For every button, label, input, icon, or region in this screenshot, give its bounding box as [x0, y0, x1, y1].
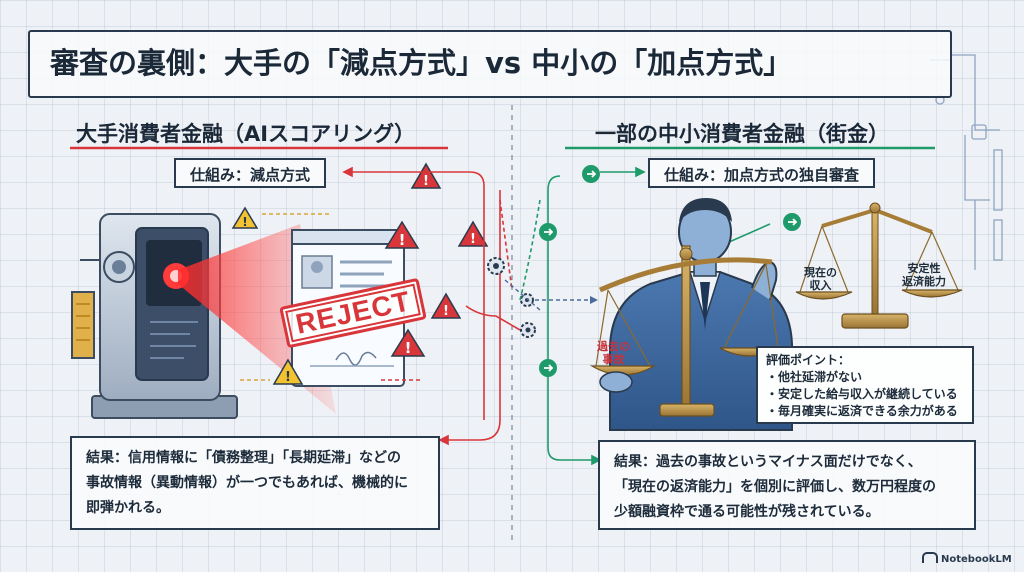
notebooklm-logo-icon	[922, 552, 938, 563]
right-mechanism-label: 仕組み：加点方式の独自審査	[648, 158, 876, 188]
scale-icon	[589, 245, 783, 417]
evaluation-point: ・安定した給与収入が継続している	[766, 387, 958, 401]
evaluation-point: ・他社延滞がない	[766, 370, 863, 384]
hand-icon	[599, 371, 633, 393]
title-frame	[28, 30, 952, 98]
right-result-line: 少額融資枠で通る可能性が残されている。	[614, 504, 880, 520]
evaluation-points-title: 評価ポイント：	[766, 353, 851, 367]
pan-label-past-accident: 過去の 事故	[597, 340, 630, 366]
warning-icon: !	[410, 162, 442, 189]
svg-text:!: !	[242, 215, 247, 229]
evaluation-point: ・毎月確実に返済できる余力がある	[766, 404, 958, 418]
svg-text:!: !	[405, 339, 412, 357]
left-result-line: 事故情報（異動情報）が一つでもあれば、機械的に	[86, 475, 408, 491]
footer-text: NotebookLM	[941, 554, 1012, 565]
pan-label-line: 事故	[602, 353, 625, 366]
page-title: 審査の裏側：大手の「減点方式」vs 中小の「加点方式」	[50, 46, 793, 80]
scale-icon	[795, 202, 963, 329]
svg-text:!: !	[399, 231, 406, 249]
reject-flow-lines	[342, 166, 521, 446]
svg-text:!: !	[285, 370, 291, 385]
left-section-heading: 大手消費者金融（AIスコアリング）	[76, 122, 416, 146]
right-result-line: 「現在の返済能力」を個別に評価し、数万円程度の	[614, 479, 936, 495]
pan-label-line: 安定性	[907, 262, 941, 275]
blue-flow-lines	[504, 279, 598, 311]
warning-icon: !	[384, 220, 420, 249]
warning-icon: !	[430, 292, 462, 319]
pan-label-stability: 安定性 返済能力	[902, 262, 946, 288]
arrow-right-icon	[539, 223, 557, 241]
arrow-right-icon	[783, 213, 801, 231]
left-result-box: 結果：信用情報に「債務整理」「長期延滞」などの 事故情報（異動情報）が一つでもあ…	[70, 436, 440, 530]
approve-flow-lines	[519, 166, 771, 466]
svg-text:!: !	[443, 304, 449, 319]
gear-icon	[520, 322, 536, 338]
evaluation-points-box: 評価ポイント： ・他社延滞がない ・安定した給与収入が継続している ・毎月確実に…	[756, 346, 974, 424]
footer-watermark: NotebookLM	[922, 552, 1012, 565]
pan-label-line: 過去の	[597, 340, 630, 353]
left-result-line: 即弾かれる。	[86, 500, 170, 516]
warning-icon: !	[457, 220, 489, 247]
warning-icon: !	[272, 358, 304, 385]
svg-text:!: !	[423, 174, 429, 189]
pan-label-line: 返済能力	[902, 275, 946, 288]
warning-icon: !	[231, 206, 259, 229]
warning-icon: !	[390, 328, 426, 357]
robot-scanner-icon	[71, 213, 238, 419]
pan-label-current-income: 現在の 収入	[804, 266, 837, 292]
circuit-decoration	[930, 54, 1003, 270]
left-mechanism-label: 仕組み：減点方式	[174, 158, 327, 188]
svg-text:!: !	[470, 232, 476, 247]
yellow-data-lines	[240, 213, 330, 381]
right-result-box: 結果：過去の事故というマイナス面だけでなく、 「現在の返済能力」を個別に評価し、…	[598, 440, 976, 530]
gear-icon	[487, 257, 505, 275]
pan-label-line: 現在の	[804, 266, 837, 279]
right-section-heading: 一部の中小消費者金融（街金）	[595, 122, 889, 146]
right-result-line: 結果：過去の事故というマイナス面だけでなく、	[614, 454, 922, 470]
arrow-right-icon	[539, 359, 557, 377]
pan-label-line: 収入	[809, 279, 832, 292]
arrow-right-icon	[582, 165, 600, 183]
left-result-line: 結果：信用情報に「債務整理」「長期延滞」などの	[86, 450, 401, 466]
